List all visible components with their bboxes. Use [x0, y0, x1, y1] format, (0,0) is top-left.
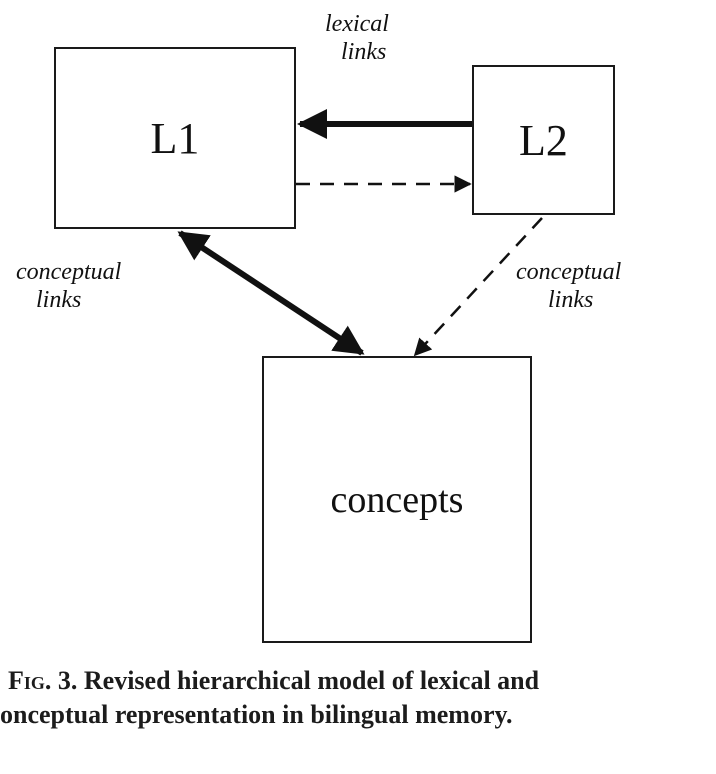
figure-caption: Fig. 3. Revised hierarchical model of le…	[0, 664, 716, 732]
caption-fig-label: Fig.	[8, 666, 52, 695]
node-concepts: concepts	[262, 356, 532, 643]
caption-line2: onceptual representation in bilingual me…	[0, 700, 513, 729]
node-l2-label: L2	[519, 115, 568, 165]
conceptual-link-l1-concepts-arrow	[177, 230, 365, 356]
conceptual-links-left-line1: conceptual	[16, 259, 122, 285]
lexical-links-label-line1: lexical	[325, 11, 389, 37]
lexical-links-label: lexical links	[325, 10, 389, 66]
node-concepts-label: concepts	[330, 478, 464, 521]
conceptual-links-right-line2: links	[548, 287, 594, 313]
conceptual-links-right-line1: conceptual	[516, 259, 622, 285]
conceptual-link-l2-to-concepts-arrow	[413, 217, 543, 357]
conceptual-links-label-left: conceptual links	[16, 258, 121, 314]
lexical-links-label-line2: links	[341, 39, 387, 65]
node-l1: L1	[54, 47, 296, 229]
caption-line1-text: 3. Revised hierarchical model of lexical…	[57, 666, 540, 695]
conceptual-links-label-right: conceptual links	[516, 258, 621, 314]
conceptual-links-left-line2: links	[36, 287, 82, 313]
node-l2: L2	[472, 65, 615, 215]
node-l1-label: L1	[150, 113, 200, 163]
caption-line1: Fig. 3. Revised hierarchical model of le…	[0, 664, 716, 698]
